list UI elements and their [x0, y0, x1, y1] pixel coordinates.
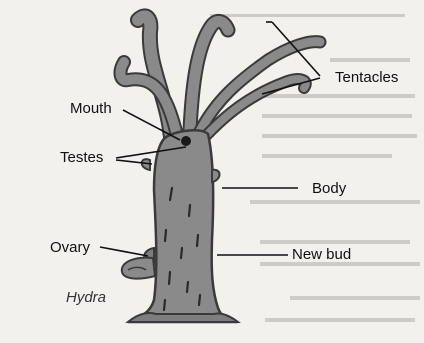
mouth-spot — [181, 136, 191, 146]
label-mouth: Mouth — [70, 101, 112, 116]
ovary-leader — [100, 247, 148, 256]
figure-caption-hydra: Hydra — [66, 290, 106, 305]
label-new-bud: New bud — [292, 247, 351, 262]
testes-bump-1 — [142, 159, 150, 170]
label-tentacles: Tentacles — [335, 70, 398, 85]
hydra-base — [128, 313, 238, 322]
testes-bump-2 — [212, 170, 220, 182]
tentacles-group — [121, 16, 320, 150]
label-body: Body — [312, 181, 346, 196]
label-testes: Testes — [60, 150, 103, 165]
label-ovary: Ovary — [50, 240, 90, 255]
hydra-organism — [121, 16, 320, 322]
